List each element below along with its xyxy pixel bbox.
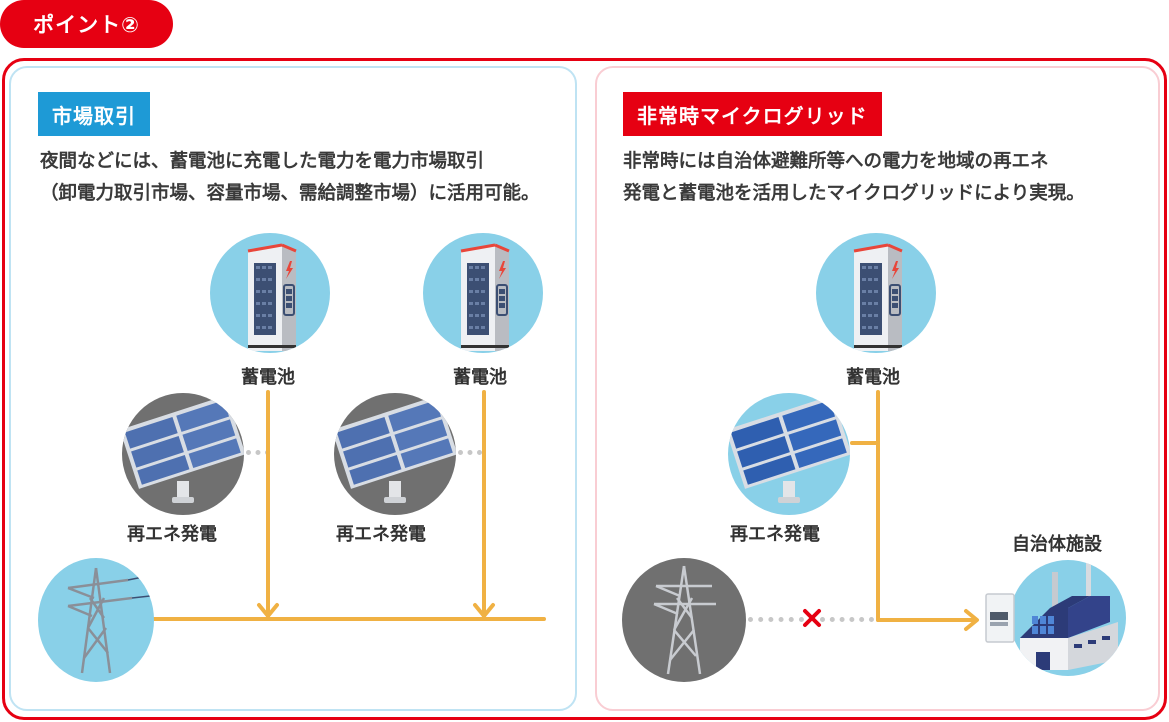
market-trading-tag: 市場取引 [38,92,150,136]
solar-label-2: 再エネ発電 [336,524,426,545]
solar-panel-icon [334,393,456,515]
flow-line-solar-right [850,441,880,445]
power-tower-icon [38,558,154,682]
solar-label-1: 再エネ発電 [127,524,217,545]
solar-panel-icon [728,393,850,515]
power-tower-icon [622,558,746,682]
desc-line-1: 非常時には自治体避難所等への電力を地域の再エネ [623,151,1049,172]
outer-frame [2,58,1167,720]
desc-line-2: （卸電力取引市場、容量市場、需給調整市場）に活用可能。 [40,183,540,204]
point-badge: ポイント② [0,0,173,48]
battery-storage-icon [210,233,330,353]
emergency-microgrid-tag: 非常時マイクログリッド [623,92,882,136]
facility-label: 自治体施設 [1012,534,1102,555]
arrow-down-icon [473,603,495,618]
battery-label-1: 蓄電池 [241,367,295,388]
desc-line-2: 発電と蓄電池を活用したマイクログリッドにより実現。 [623,183,1085,204]
dotted-connector-broken [748,617,804,622]
flow-line-battery-right [876,390,880,622]
dotted-connector [458,450,482,455]
dotted-connector-broken [820,617,874,622]
market-trading-title: 市場取引 [52,103,136,128]
grid-flow-line [152,617,546,621]
flow-line-battery-2 [482,390,486,618]
disconnect-x-icon [803,609,821,627]
emergency-microgrid-title: 非常時マイクログリッド [637,103,868,128]
dotted-connector [246,450,270,455]
arrow-right-icon [964,609,979,631]
battery-label-2: 蓄電池 [453,367,507,388]
market-trading-description: 夜間などには、蓄電池に充電した電力を電力市場取引 （卸電力取引市場、容量市場、需… [40,146,540,210]
emergency-microgrid-description: 非常時には自治体避難所等への電力を地域の再エネ 発電と蓄電池を活用したマイクログ… [623,146,1085,210]
point-badge-label: ポイント② [33,13,140,37]
arrow-down-icon [257,603,279,618]
solar-label-right: 再エネ発電 [730,524,820,545]
desc-line-1: 夜間などには、蓄電池に充電した電力を電力市場取引 [40,151,485,172]
factory-building-icon [1010,560,1126,676]
battery-storage-icon [423,233,543,353]
electric-meter-icon [985,593,1015,643]
flow-line-to-facility [876,618,976,622]
solar-panel-icon [122,393,244,515]
battery-label-right: 蓄電池 [846,367,900,388]
flow-line-battery-1 [266,390,270,618]
battery-storage-icon [816,233,936,353]
